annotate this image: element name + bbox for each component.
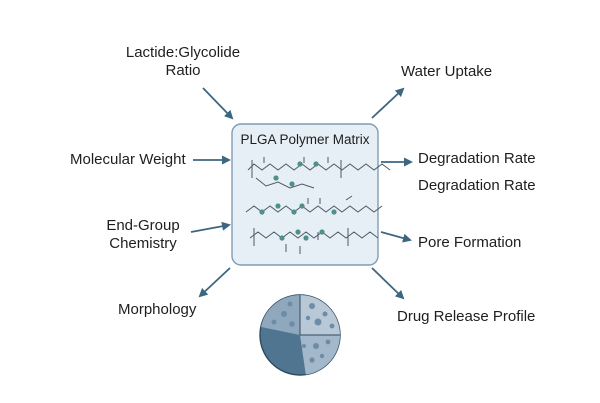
label-drug-release-profile: Drug Release Profile [397, 308, 536, 325]
matrix-title: PLGA Polymer Matrix [240, 132, 370, 147]
arrow-end-group-to-matrix [190, 221, 231, 233]
label-degradation-rate-1: Degradation Rate [418, 150, 536, 167]
label-molecular-weight: Molecular Weight [70, 151, 186, 168]
arrow-matrix-to-water-uptake [371, 87, 405, 119]
label-ratio-line-1: Lactide:Glycolide [125, 44, 241, 61]
label-water-uptake: Water Uptake [401, 63, 493, 80]
arrow-matrix-to-drug-release [371, 267, 405, 300]
label-end-group-chemistry: End-Group Chemistry [98, 217, 188, 253]
arrow-ratio-to-matrix [202, 87, 234, 120]
label-morphology: Morphology [118, 301, 197, 318]
label-ratio-line-2: Ratio [165, 62, 201, 79]
polymer-atom-dots [259, 161, 337, 241]
label-degradation-rate-2: Degradation Rate [418, 177, 536, 194]
polymer-matrix-box [231, 123, 379, 266]
label-lactide-glycolide-ratio: Lactide:Glycolide Ratio [118, 44, 248, 80]
label-end-group-line-2: Chemistry [109, 235, 177, 252]
label-pore-formation: Pore Formation [418, 234, 522, 251]
label-end-group-line-1: End-Group [106, 217, 180, 234]
polymer-chains-illustration [245, 157, 391, 254]
arrow-matrix-to-pore-formation [380, 231, 412, 243]
arrow-matrix-to-morphology [198, 267, 231, 298]
microsphere-cutaway-illustration [259, 294, 341, 376]
